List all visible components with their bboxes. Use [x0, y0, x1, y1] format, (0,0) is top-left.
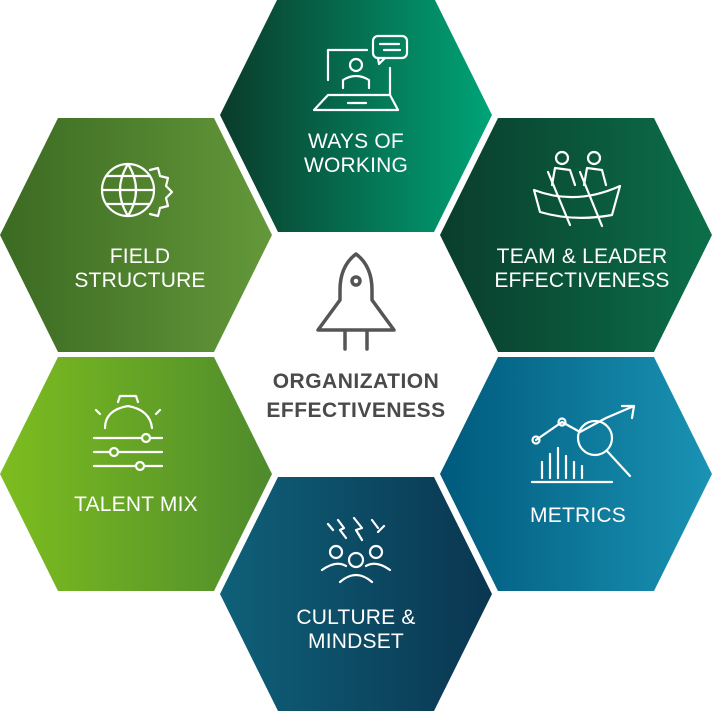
hex-culture-mindset [220, 477, 492, 711]
center-title: ORGANIZATION EFFECTIVENESS [226, 367, 486, 425]
label-line: WAYS OF [308, 130, 404, 153]
label-metrics: METRICS [458, 504, 698, 528]
label-line: MINDSET [308, 630, 404, 653]
label-line: TEAM & LEADER [496, 245, 668, 268]
hex-field-structure [0, 118, 272, 352]
hex-ways-of-working [220, 0, 492, 232]
rowing-team-icon [532, 150, 622, 228]
label-line: TALENT MIX [74, 493, 198, 516]
globe-gear-icon [100, 162, 174, 218]
label-line: EFFECTIVENESS [494, 269, 670, 292]
hex-metrics [440, 357, 712, 591]
chart-magnifier-icon [530, 404, 636, 484]
label-line: CULTURE & [296, 606, 416, 629]
label-line: STRUCTURE [74, 269, 206, 292]
label-talent-mix: TALENT MIX [16, 493, 256, 517]
rocket-icon [316, 252, 396, 351]
gear-sliders-icon [92, 394, 164, 472]
label-line: FIELD [109, 245, 171, 268]
hex-team-leader [440, 118, 712, 352]
laptop-chat-icon [312, 34, 409, 112]
label-team-leader-effectiveness: TEAM & LEADER EFFECTIVENESS [462, 245, 702, 293]
label-culture-mindset: CULTURE & MINDSET [236, 606, 476, 654]
hex-talent-mix [0, 357, 272, 591]
center-title-line: ORGANIZATION [272, 370, 440, 393]
center-title-line: EFFECTIVENESS [266, 399, 446, 422]
label-field-structure: FIELD STRUCTURE [20, 245, 260, 293]
label-line: WORKING [303, 154, 409, 177]
people-ideas-icon [320, 516, 392, 584]
label-line: METRICS [530, 504, 626, 527]
label-ways-of-working: WAYS OF WORKING [236, 130, 476, 178]
